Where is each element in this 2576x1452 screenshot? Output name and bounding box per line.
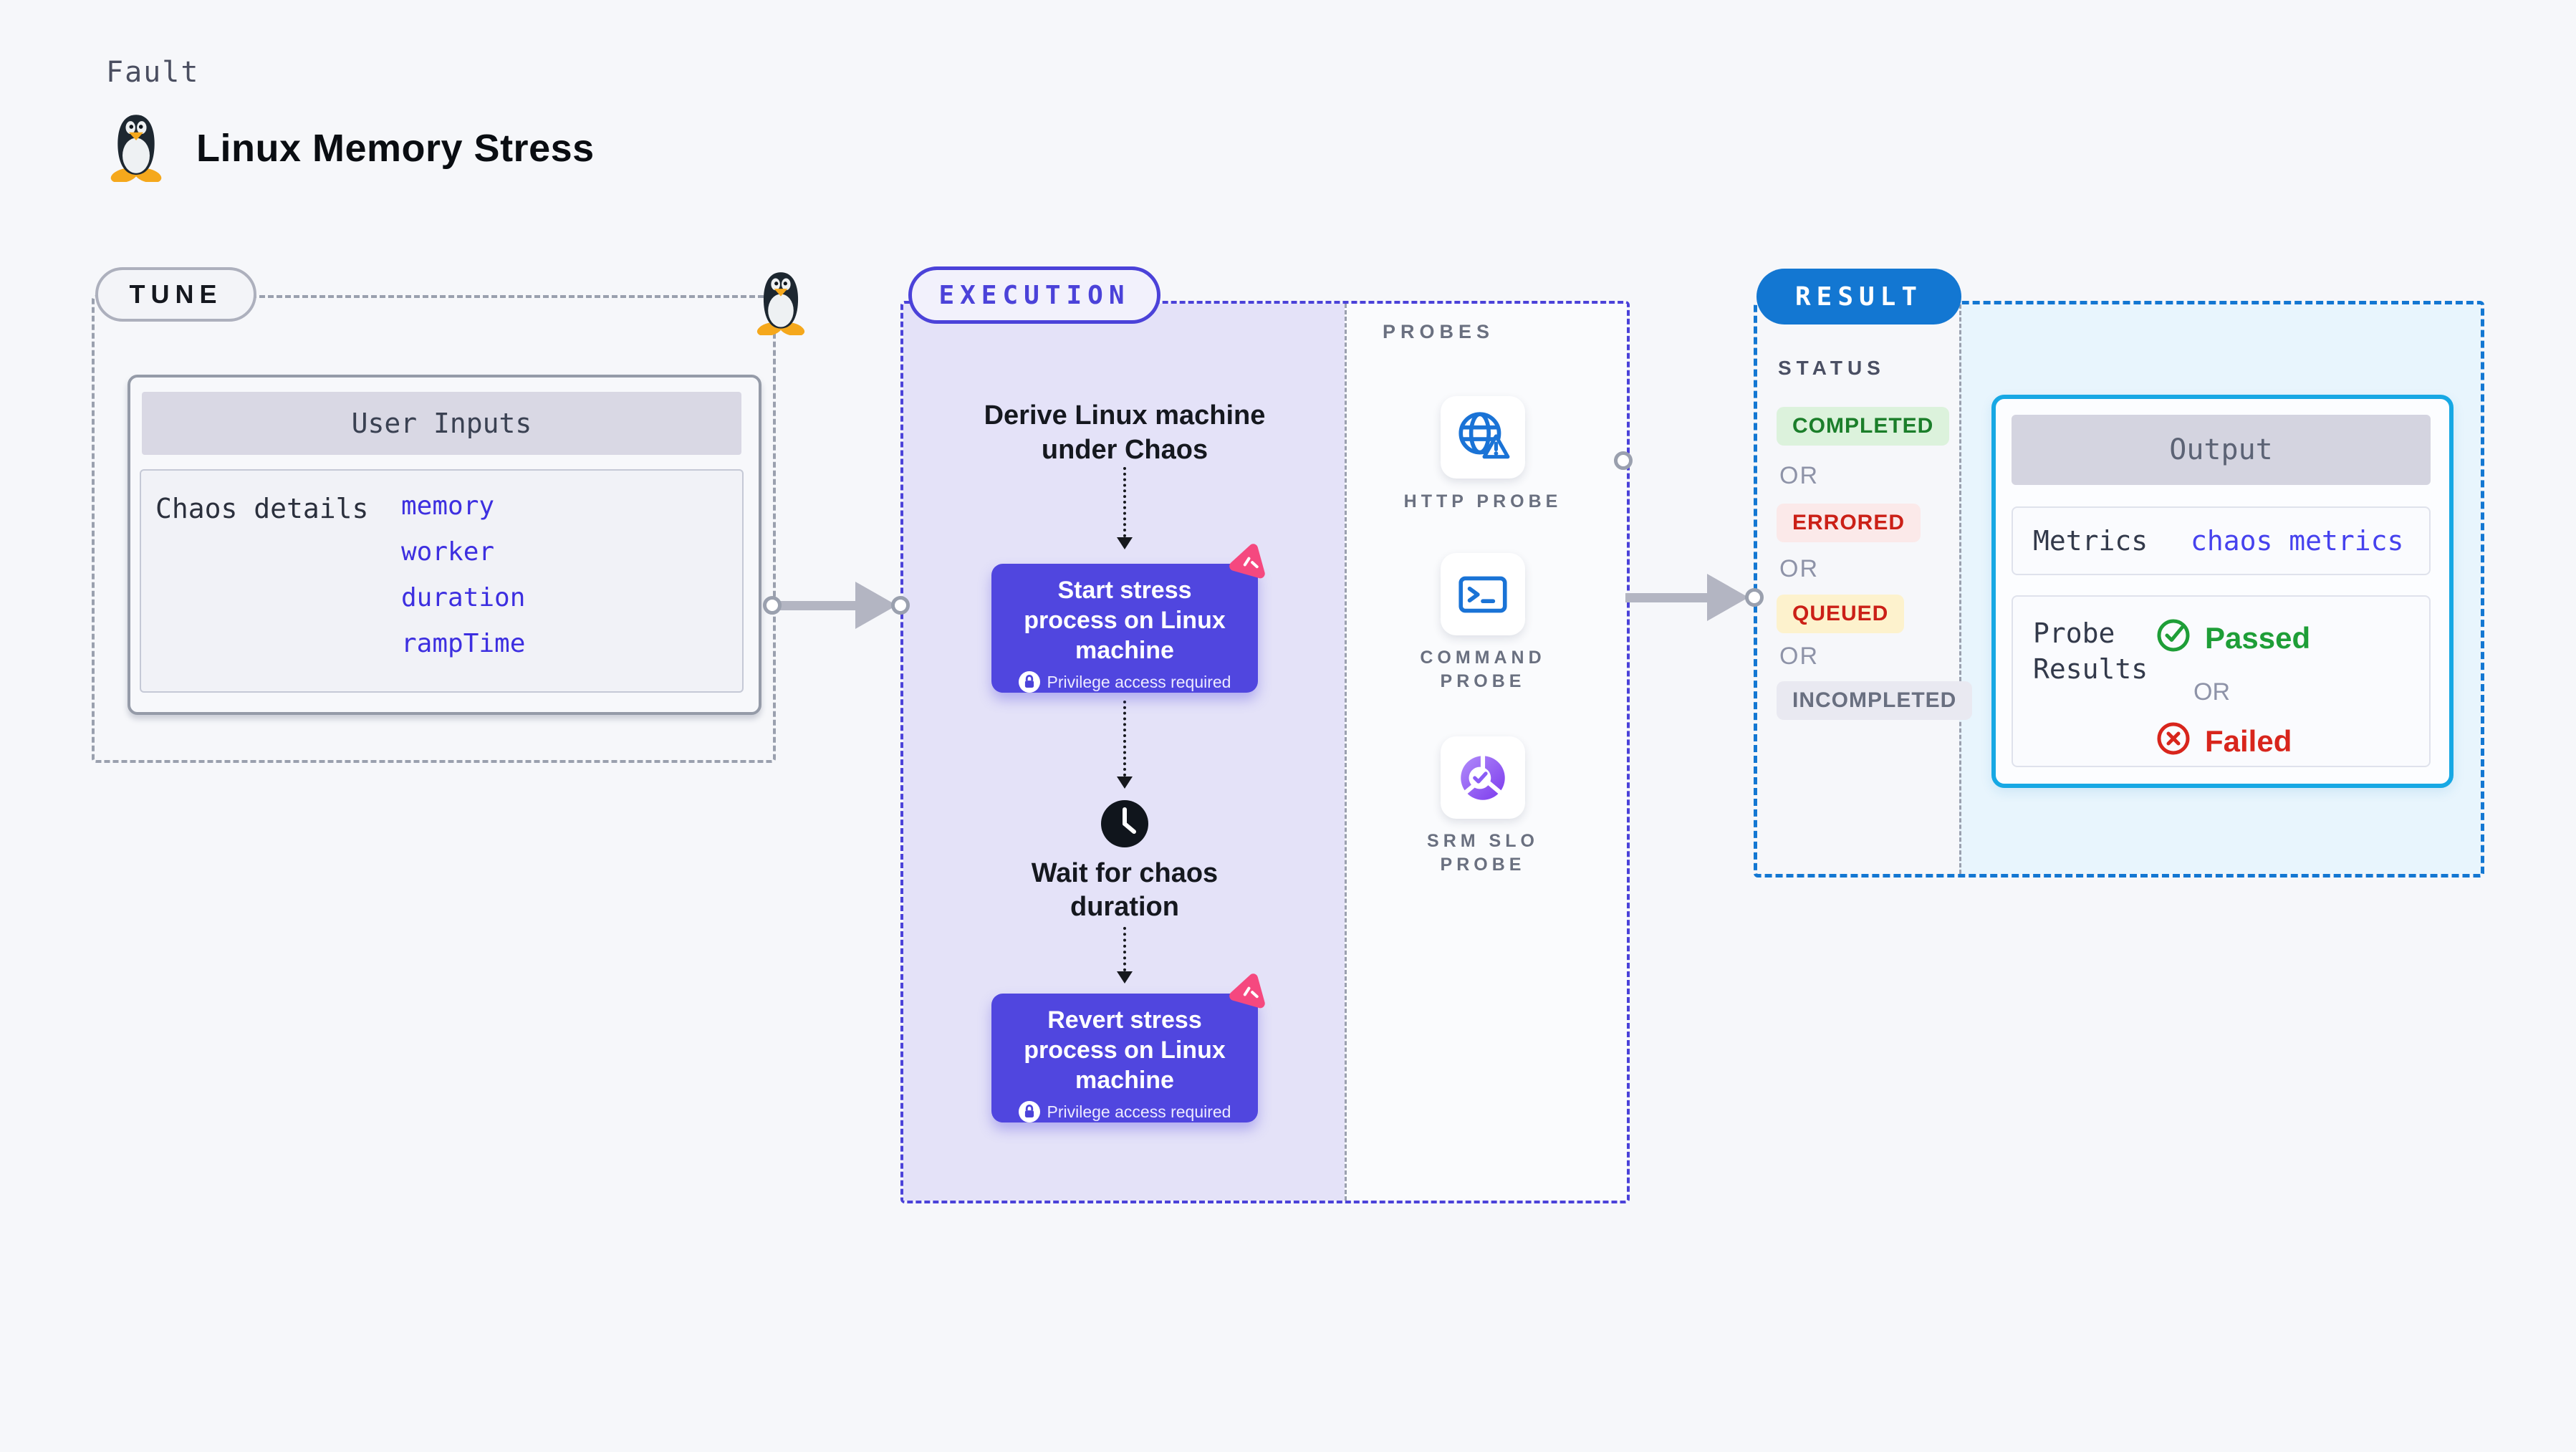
metrics-row: Metrics chaos metrics [2012,506,2431,575]
derive-step-line: Derive Linux machine [984,400,1266,431]
check-circle-icon [2157,619,2190,652]
connector-dot [891,596,910,615]
privilege-note: Privilege access required [991,1101,1258,1122]
privilege-note: Privilege access required [991,671,1258,693]
terminal-icon [1458,576,1507,612]
metrics-value: chaos metrics [2191,525,2404,557]
flow-dotted-connector [1123,467,1126,537]
passed-text: Passed [2205,621,2311,655]
srm-slo-probe-label: SRM SLO PROBE [1390,830,1576,877]
input-duration: duration [401,583,526,612]
derive-step-line: under Chaos [1041,435,1208,465]
node-text-line: Revert stress [1047,1006,1202,1034]
command-probe-card [1441,553,1525,635]
chaos-details-label: Chaos details [155,493,369,524]
wait-step-line: duration [1070,892,1179,922]
lock-icon [1018,671,1040,693]
http-probe-label: HTTP PROBE [1390,490,1576,514]
result-section-pill: RESULT [1756,269,1961,324]
or-label: OR [1779,462,1819,489]
probe-results-label: Probe Results [2033,615,2148,687]
or-label: OR [1779,643,1819,670]
execution-to-result-arrow-head [1707,574,1749,621]
node-text-line: process on Linux [1024,1037,1226,1064]
tune-to-execution-arrow-head [855,582,897,629]
srm-slo-probe-card [1441,736,1525,819]
http-probe-card [1441,396,1525,479]
execution-to-result-arrow-line [1625,593,1708,602]
tune-section-pill: TUNE [95,267,256,322]
user-inputs-table [140,469,744,693]
lock-icon [1018,1101,1040,1122]
derive-step-text: Derive Linux machine under Chaos [960,398,1289,467]
flow-dotted-arrow-head [1117,537,1133,549]
execution-section-pill: EXECUTION [908,266,1160,324]
page-title: Linux Memory Stress [196,127,595,170]
flow-dotted-arrow-head [1117,777,1133,789]
probes-label: PROBES [1383,321,1495,342]
probe-results-label-line: Results [2033,653,2148,685]
status-badge-completed: COMPLETED [1777,407,1950,446]
chaos-fault-icon [1229,973,1265,1009]
flow-dotted-arrow-head [1117,971,1133,984]
globe-alert-icon [1458,411,1510,458]
probe-results-label-line: Probe [2033,617,2115,649]
or-label: OR [2193,678,2230,706]
connector-dot [1614,451,1633,470]
or-label: OR [1779,555,1819,582]
wait-step-text: Wait for chaos duration [981,857,1268,924]
input-rampTime: rampTime [401,629,526,658]
status-badge-queued: QUEUED [1777,595,1905,633]
tune-section-box [92,295,776,763]
output-card: Output Metrics chaos metrics Probe Resul… [1991,395,2454,788]
chaos-fault-icon [1229,544,1265,579]
privilege-note-text: Privilege access required [1047,1102,1231,1121]
fault-kind-label: Fault [106,56,200,89]
status-label: STATUS [1778,357,1885,379]
input-memory: memory [401,491,495,521]
linux-penguin-icon [110,115,162,182]
status-badge-errored: ERRORED [1777,504,1921,542]
start-stress-node: Start stress process on Linux machine Pr… [991,564,1258,693]
connector-dot [763,596,782,615]
probe-results-row: Probe Results Passed OR Failed [2012,595,2431,767]
probe-label-line: PROBE [1440,671,1526,691]
input-worker: worker [401,537,495,567]
output-header: Output [2012,415,2431,485]
revert-stress-node: Revert stress process on Linux machine P… [991,994,1258,1122]
probe-label-line: HTTP PROBE [1403,491,1562,511]
privilege-note-text: Privilege access required [1047,672,1231,691]
node-text-line: Start stress [1057,577,1192,604]
connector-dot [1745,588,1764,607]
linux-penguin-icon [756,272,805,335]
flow-dotted-connector [1123,927,1126,971]
wait-step-line: Wait for chaos [1031,858,1219,888]
probe-label-line: SRM SLO [1427,831,1539,851]
command-probe-label: COMMAND PROBE [1390,646,1576,693]
probe-label-line: COMMAND [1420,648,1546,668]
metrics-label: Metrics [2033,525,2148,557]
clock-icon [1101,800,1148,847]
slo-chart-icon [1461,754,1505,800]
failed-text: Failed [2205,724,2292,758]
node-text-line: machine [1075,637,1174,664]
x-circle-icon [2157,722,2190,755]
node-text-line: machine [1075,1067,1174,1094]
flow-dotted-connector [1123,701,1126,777]
probe-label-line: PROBE [1440,855,1526,875]
tune-to-execution-arrow-line [772,601,857,610]
status-badge-incompleted: INCOMPLETED [1777,681,1973,720]
node-text-line: process on Linux [1024,607,1226,634]
user-inputs-header: User Inputs [142,392,741,455]
